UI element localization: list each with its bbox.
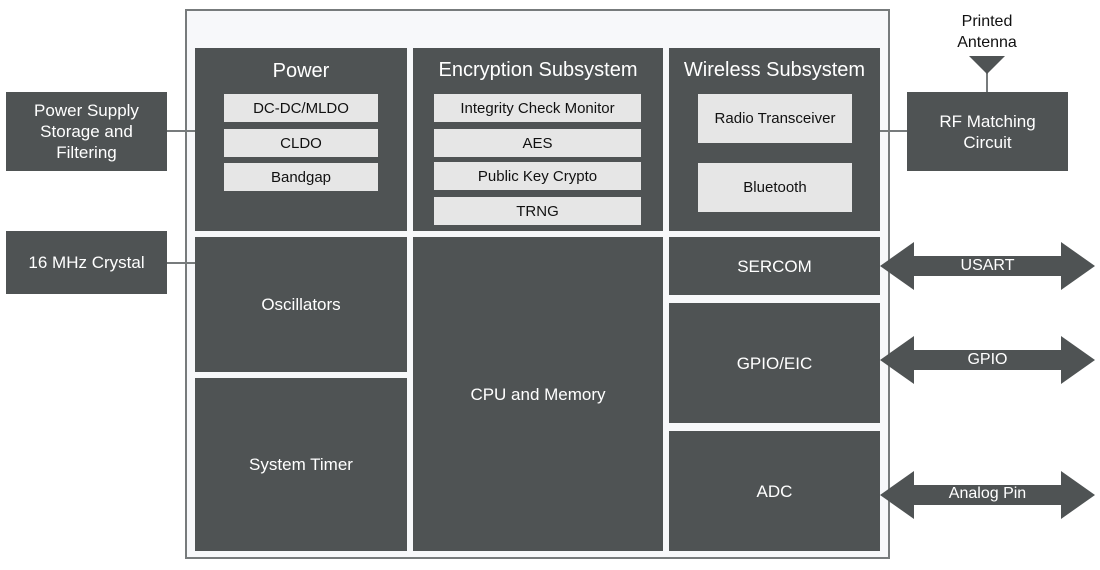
gpio-arrow bbox=[880, 336, 1095, 384]
rf-matching-line-1: RF Matching bbox=[939, 111, 1036, 131]
encryption-title: Encryption Subsystem bbox=[438, 59, 638, 81]
analog-pin-arrow bbox=[880, 471, 1095, 519]
power-supply-line-3: Filtering bbox=[56, 143, 117, 162]
usart-arrow bbox=[880, 242, 1095, 290]
rf-matching-line-2: Circuit bbox=[963, 132, 1012, 152]
encryption-item-pkc: Public Key Crypto bbox=[434, 162, 641, 190]
wireless-title: Wireless Subsystem bbox=[683, 59, 866, 81]
encryption-item-trng: TRNG bbox=[434, 197, 641, 225]
encryption-item-icm: Integrity Check Monitor bbox=[434, 94, 641, 122]
sercom-block: SERCOM bbox=[669, 237, 880, 295]
crystal-connector bbox=[167, 262, 195, 264]
usart-label: USART bbox=[960, 257, 1015, 274]
antenna-label: Printed Antenna bbox=[937, 11, 1037, 53]
power-supply-line-2: Storage and bbox=[40, 122, 133, 141]
power-supply-connector bbox=[167, 130, 195, 132]
crystal-label: 16 MHz Crystal bbox=[28, 253, 145, 272]
gpio-eic-block: GPIO/EIC bbox=[669, 303, 880, 423]
cpu-memory-block: CPU and Memory bbox=[413, 237, 663, 551]
crystal-block: 16 MHz Crystal bbox=[6, 231, 167, 294]
encryption-item-aes: AES bbox=[434, 129, 641, 157]
sercom-label: SERCOM bbox=[737, 256, 812, 276]
antenna-label-line-1: Printed bbox=[961, 13, 1013, 30]
gpio-label: GPIO bbox=[967, 351, 1008, 368]
rf-connector bbox=[880, 130, 908, 132]
power-title: Power bbox=[272, 60, 330, 82]
cpu-memory-label: CPU and Memory bbox=[470, 384, 606, 404]
antenna-stem bbox=[986, 62, 988, 94]
system-timer-block: System Timer bbox=[195, 378, 407, 551]
adc-label: ADC bbox=[756, 481, 793, 501]
encryption-block: Encryption Subsystem Integrity Check Mon… bbox=[413, 48, 663, 231]
power-supply-line-1: Power Supply bbox=[34, 101, 139, 120]
analog-pin-label: Analog Pin bbox=[948, 485, 1027, 502]
rf-matching-block: RF Matching Circuit bbox=[907, 92, 1068, 171]
power-supply-block: Power Supply Storage and Filtering bbox=[6, 92, 167, 171]
wireless-item-radio: Radio Transceiver bbox=[698, 94, 852, 143]
adc-block: ADC bbox=[669, 431, 880, 551]
gpio-eic-label: GPIO/EIC bbox=[736, 353, 813, 373]
system-timer-label: System Timer bbox=[249, 455, 353, 474]
power-item-bandgap: Bandgap bbox=[224, 163, 378, 191]
power-item-dcdc: DC-DC/MLDO bbox=[224, 94, 378, 122]
antenna-icon bbox=[969, 56, 1005, 74]
wireless-item-bluetooth: Bluetooth bbox=[698, 163, 852, 212]
power-block: Power DC-DC/MLDO CLDO Bandgap bbox=[195, 48, 407, 231]
antenna-label-line-2: Antenna bbox=[957, 34, 1017, 51]
oscillators-label: Oscillators bbox=[261, 295, 341, 314]
oscillators-block: Oscillators bbox=[195, 237, 407, 372]
power-item-cldo: CLDO bbox=[224, 129, 378, 157]
wireless-block: Wireless Subsystem Radio Transceiver Blu… bbox=[669, 48, 880, 231]
